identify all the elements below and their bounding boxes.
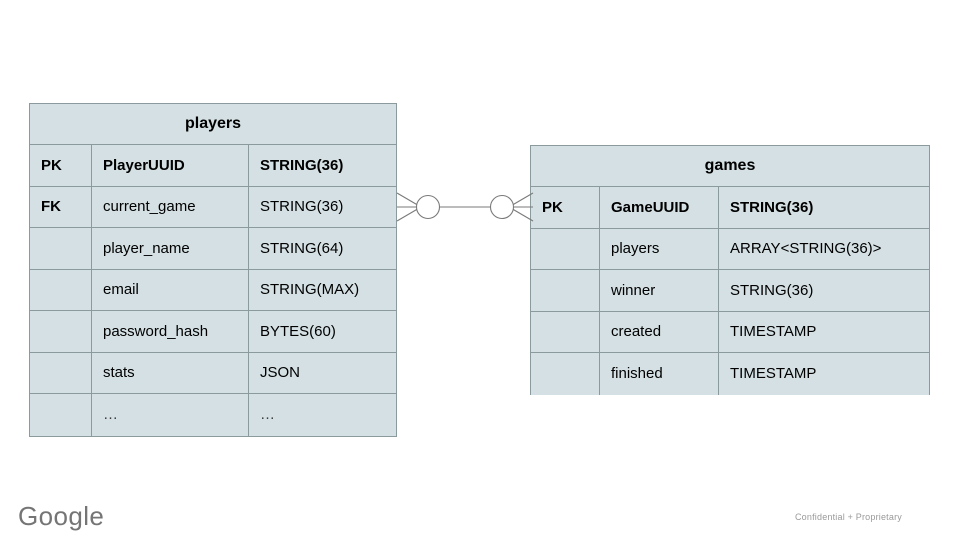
table-row[interactable]: created TIMESTAMP (531, 311, 929, 353)
table-row[interactable]: email STRING(MAX) (30, 269, 396, 311)
row-field-type: ARRAY<STRING(36)> (730, 240, 882, 258)
row-field-name: PlayerUUID (92, 145, 249, 186)
table-row[interactable]: winner STRING(36) (531, 270, 929, 312)
table-row[interactable]: FK current_game STRING(36) (30, 186, 396, 228)
google-logo: Google (18, 501, 105, 531)
table-row[interactable]: password_hash BYTES(60) (30, 311, 396, 353)
row-key-badge (531, 270, 600, 311)
table-row[interactable]: finished TIMESTAMP (531, 353, 929, 395)
entity-table-players[interactable]: players PK PlayerUUID STRING(36) FK curr… (29, 103, 397, 437)
row-field-name: current_game (92, 186, 249, 227)
row-field-name: players (600, 228, 719, 269)
row-field-type: STRING(64) (260, 239, 344, 257)
row-key-badge (30, 269, 92, 310)
row-field-name: … (92, 394, 249, 436)
row-field-type: JSON (260, 364, 301, 382)
relationship-connector-icon (396, 192, 534, 222)
row-field-type: TIMESTAMP (730, 365, 817, 383)
row-field-name: winner (600, 270, 719, 311)
confidentiality-notice: Confidential + Proprietary (794, 512, 902, 522)
row-key-badge: PK (30, 145, 92, 186)
row-field-name: password_hash (92, 311, 249, 352)
entity-title-players: players (30, 104, 396, 145)
row-field-type: STRING(36) (730, 198, 814, 216)
row-key-badge (531, 353, 600, 395)
row-field-type: … (260, 406, 276, 424)
table-row[interactable]: … … (30, 394, 396, 436)
row-key-badge (531, 311, 600, 352)
row-field-name: created (600, 311, 719, 352)
row-key-badge (30, 311, 92, 352)
entity-title-games: games (531, 146, 929, 187)
table-row[interactable]: PK GameUUID STRING(36) (531, 187, 929, 229)
row-key-badge (30, 228, 92, 269)
table-row[interactable]: stats JSON (30, 352, 396, 394)
entity-table-games[interactable]: games PK GameUUID STRING(36) players ARR… (530, 145, 930, 395)
row-field-type: STRING(36) (730, 281, 814, 299)
row-field-name: stats (92, 352, 249, 393)
row-field-name: GameUUID (600, 187, 719, 228)
row-field-name: email (92, 269, 249, 310)
row-key-badge: FK (30, 186, 92, 227)
row-key-badge: PK (531, 187, 600, 228)
row-key-badge (30, 352, 92, 393)
row-field-type: BYTES(60) (260, 322, 336, 340)
table-row[interactable]: players ARRAY<STRING(36)> (531, 228, 929, 270)
table-row[interactable]: player_name STRING(64) (30, 228, 396, 270)
row-field-type: STRING(36) (260, 156, 344, 174)
table-row[interactable]: PK PlayerUUID STRING(36) (30, 145, 396, 187)
row-key-badge (531, 228, 600, 269)
row-field-type: STRING(36) (260, 198, 344, 216)
row-field-type: TIMESTAMP (730, 323, 817, 341)
row-field-type: STRING(MAX) (260, 281, 360, 299)
row-field-name: finished (600, 353, 719, 395)
row-field-name: player_name (92, 228, 249, 269)
row-key-badge (30, 394, 92, 436)
